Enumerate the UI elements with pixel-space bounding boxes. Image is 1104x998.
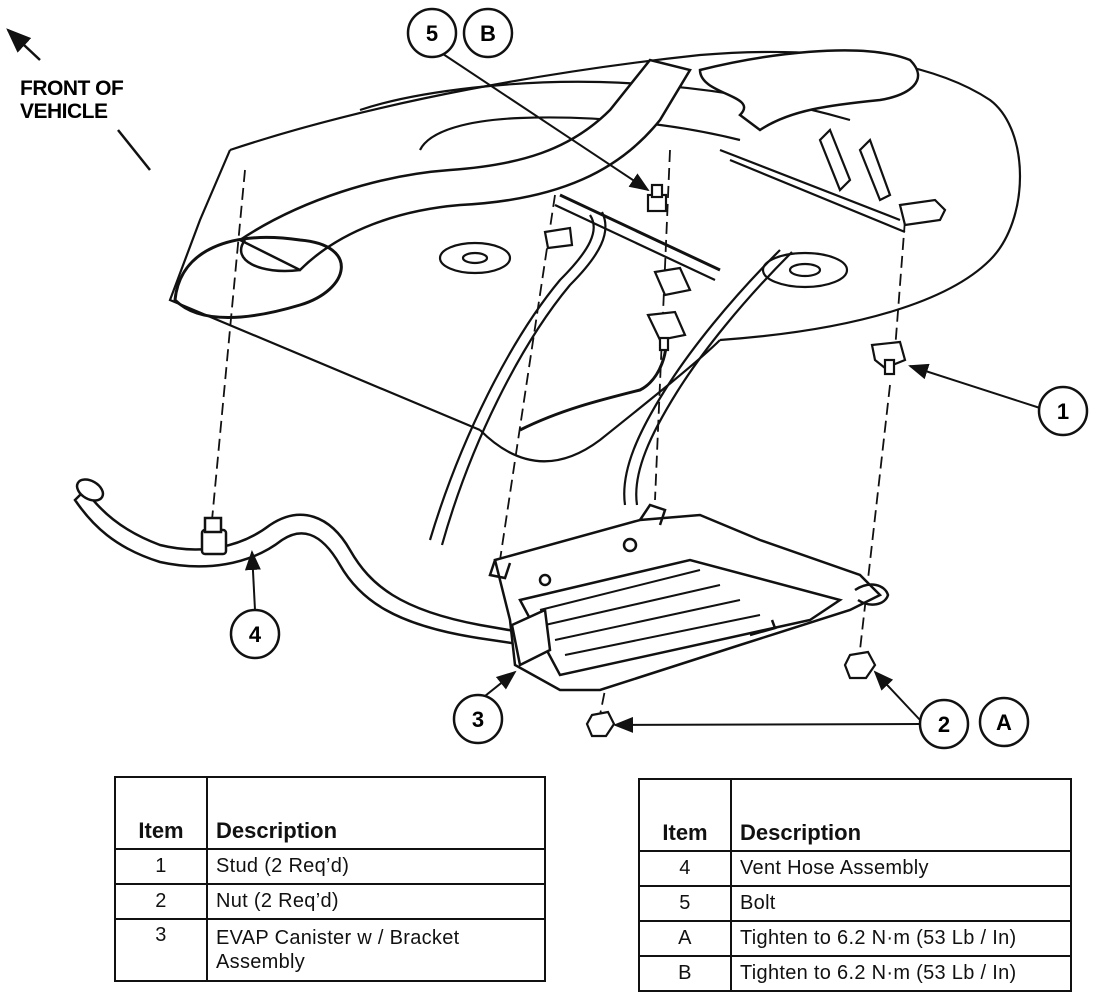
- legend-item-A: A: [638, 920, 732, 957]
- callout-2: 2: [918, 698, 970, 750]
- legend-item-B: B: [638, 955, 732, 992]
- legend-right-item-header: Item: [638, 778, 732, 852]
- vent-hose-assembly: [73, 478, 527, 647]
- installation-guide-lines: [211, 149, 906, 716]
- callout-B-label: B: [480, 21, 496, 46]
- legend-right-desc-header: Description: [730, 778, 1072, 852]
- callout-1-label: 1: [1057, 399, 1069, 424]
- front-arrow-upper: [6, 28, 41, 61]
- vehicle-underbody: [168, 50, 1021, 463]
- evap-canister-bracket: [488, 503, 890, 692]
- legend-desc-3-line1: EVAP Canister w / Bracket: [216, 927, 460, 949]
- table-row: 5 Bolt: [638, 885, 1072, 922]
- legend-desc-3: EVAP Canister w / Bracket Assembly: [206, 918, 546, 982]
- callout-1: 1: [1037, 385, 1089, 437]
- callout-4: 4: [229, 608, 281, 660]
- legend-left-desc-header: Description: [206, 776, 546, 850]
- table-row: 4 Vent Hose Assembly: [638, 850, 1072, 887]
- front-arrow-lower: [117, 129, 151, 171]
- callout-A: A: [978, 696, 1030, 748]
- legend-left-header: Item Description: [114, 776, 546, 850]
- legend-desc-B: Tighten to 6.2 N·m (53 Lb / In): [730, 955, 1072, 992]
- callout-3-label: 3: [472, 707, 484, 732]
- vent-tube-routing: [428, 211, 793, 546]
- callout-3: 3: [452, 693, 504, 745]
- nut-right: [843, 650, 877, 680]
- legend-item-2: 2: [114, 883, 208, 920]
- exhaust-pipes: [173, 49, 920, 432]
- legend-item-1: 1: [114, 848, 208, 885]
- callout-2-label: 2: [938, 712, 950, 737]
- table-row: 2 Nut (2 Req’d): [114, 883, 546, 920]
- legend-item-4: 4: [638, 850, 732, 887]
- table-row: 1 Stud (2 Req’d): [114, 848, 546, 885]
- callout-4-label: 4: [249, 622, 262, 647]
- callout-5-label: 5: [426, 21, 438, 46]
- legend-desc-1: Stud (2 Req’d): [206, 848, 546, 885]
- fastener-hardware: [543, 183, 947, 738]
- clip-center-post: [658, 336, 670, 352]
- table-row: B Tighten to 6.2 N·m (53 Lb / In): [638, 955, 1072, 992]
- legend-left-item-header: Item: [114, 776, 208, 850]
- stud-upper-bracket: [898, 198, 947, 227]
- legend-table-right: Item Description 4 Vent Hose Assembly 5 …: [638, 778, 1072, 992]
- callout-leaders: [244, 51, 1041, 733]
- legend-desc-4: Vent Hose Assembly: [730, 850, 1072, 887]
- table-row: A Tighten to 6.2 N·m (53 Lb / In): [638, 920, 1072, 957]
- legend-desc-A: Tighten to 6.2 N·m (53 Lb / In): [730, 920, 1072, 957]
- clip-rear: [543, 226, 574, 250]
- clip-center-upper: [653, 266, 692, 297]
- legend-desc-5: Bolt: [730, 885, 1072, 922]
- callout-A-label: A: [996, 710, 1012, 735]
- legend-desc-3-line2: Assembly: [216, 951, 306, 973]
- legend-table-left: Item Description 1 Stud (2 Req’d) 2 Nut …: [114, 776, 546, 982]
- legend-desc-2: Nut (2 Req’d): [206, 883, 546, 920]
- table-row: 3 EVAP Canister w / Bracket Assembly: [114, 918, 546, 982]
- legend-item-5: 5: [638, 885, 732, 922]
- front-label-line2: VEHICLE: [20, 100, 108, 123]
- stud-post: [883, 358, 896, 376]
- bolt-shank: [650, 183, 664, 199]
- front-label-line1: FRONT OF: [20, 77, 124, 100]
- legend-item-3: 3: [114, 918, 208, 982]
- callout-5: 5: [406, 7, 458, 59]
- callout-B: B: [462, 7, 514, 59]
- clip-center-lower: [646, 310, 687, 342]
- legend-right-header: Item Description: [638, 778, 1072, 852]
- front-of-vehicle-indicator: FRONT OF VEHICLE: [6, 28, 151, 171]
- nut-left: [585, 710, 616, 738]
